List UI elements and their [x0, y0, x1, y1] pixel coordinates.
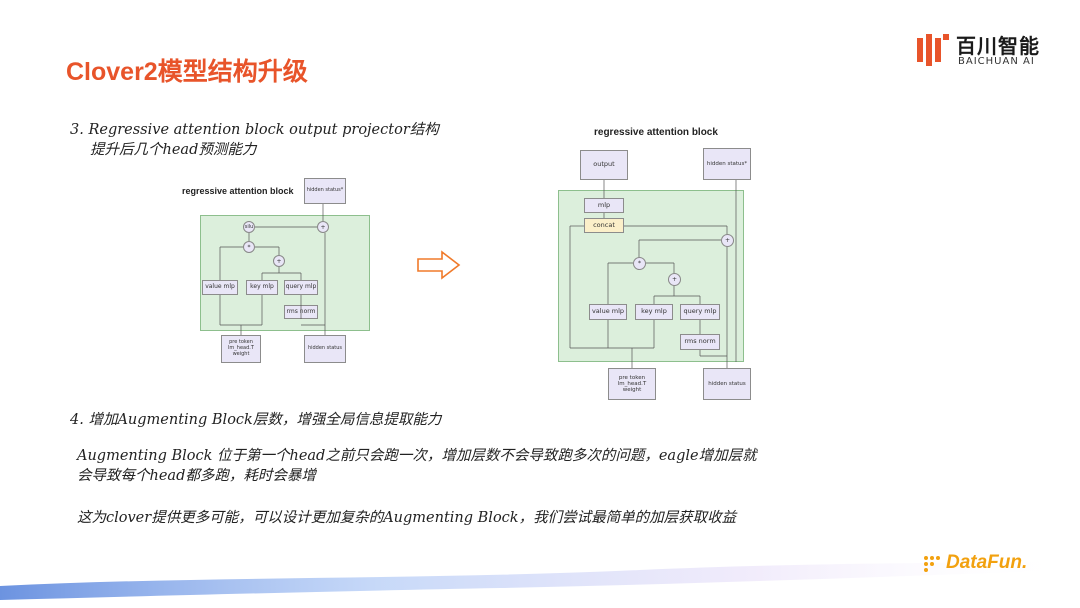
baichuan-logo: 百川智能 BAICHUAN AI	[916, 30, 1046, 72]
right-key-mlp: key mlp	[635, 304, 673, 320]
left-key-mlp: key mlp	[246, 280, 278, 295]
right-hidden-status: hidden status	[703, 368, 751, 400]
point3-line1: 3. Regressive attention block output pro…	[70, 122, 439, 138]
right-rms-norm: rms norm	[680, 334, 720, 350]
datafun-logo: DataFun.	[946, 552, 1028, 573]
right-mul-node: *	[633, 257, 646, 270]
right-mlp: mlp	[584, 198, 624, 213]
right-plus-mid: +	[668, 273, 681, 286]
datafun-dots-icon	[924, 556, 940, 572]
left-pre-token: pre token lm_head.T weight	[221, 335, 261, 363]
logo-text-cn: 百川智能	[956, 34, 1040, 58]
left-rms-norm: rms norm	[284, 305, 318, 319]
para1-line1: Augmenting Block 位于第一个head之前只会跑一次，增加层数不会…	[77, 448, 757, 464]
left-hidden-status-top: hidden status*	[304, 178, 346, 204]
slide-title: Clover2模型结构升级	[66, 58, 308, 86]
diagram-right: regressive attention block output hidden…	[540, 120, 770, 405]
diagram-right-title: regressive attention block	[594, 127, 718, 138]
diagram-left: regressive attention block hidden status…	[150, 175, 380, 375]
right-concat: concat	[584, 218, 624, 233]
right-hidden-status-top: hidden status*	[703, 148, 751, 180]
logo-text-en: BAICHUAN AI	[958, 56, 1035, 67]
para2: 这为clover提供更多可能，可以设计更加复杂的Augmenting Block…	[77, 510, 737, 526]
transition-arrow-icon	[417, 250, 461, 280]
right-pre-token: pre token lm_head.T weight	[608, 368, 656, 400]
diagram-left-title: regressive attention block	[182, 186, 294, 196]
baichuan-logo-icon	[917, 34, 949, 66]
point4-title: 4. 增加Augmenting Block层数，增强全局信息提取能力	[70, 412, 442, 428]
left-plus-mid: +	[273, 255, 285, 267]
left-query-mlp: query mlp	[284, 280, 318, 295]
left-mul-node: *	[243, 241, 255, 253]
point3-line2: 提升后几个head预测能力	[90, 142, 257, 158]
right-plus-right: +	[721, 234, 734, 247]
right-output: output	[580, 150, 628, 180]
right-value-mlp: value mlp	[589, 304, 627, 320]
para1-line2: 会导致每个head都多跑，耗时会暴增	[77, 468, 316, 484]
left-plus-top: +	[317, 221, 329, 233]
left-hidden-status: hidden status	[304, 335, 346, 363]
left-value-mlp: value mlp	[202, 280, 238, 295]
left-silu-node: silu	[243, 221, 255, 233]
footer-wave-decoration	[0, 560, 1080, 600]
right-query-mlp: query mlp	[680, 304, 720, 320]
